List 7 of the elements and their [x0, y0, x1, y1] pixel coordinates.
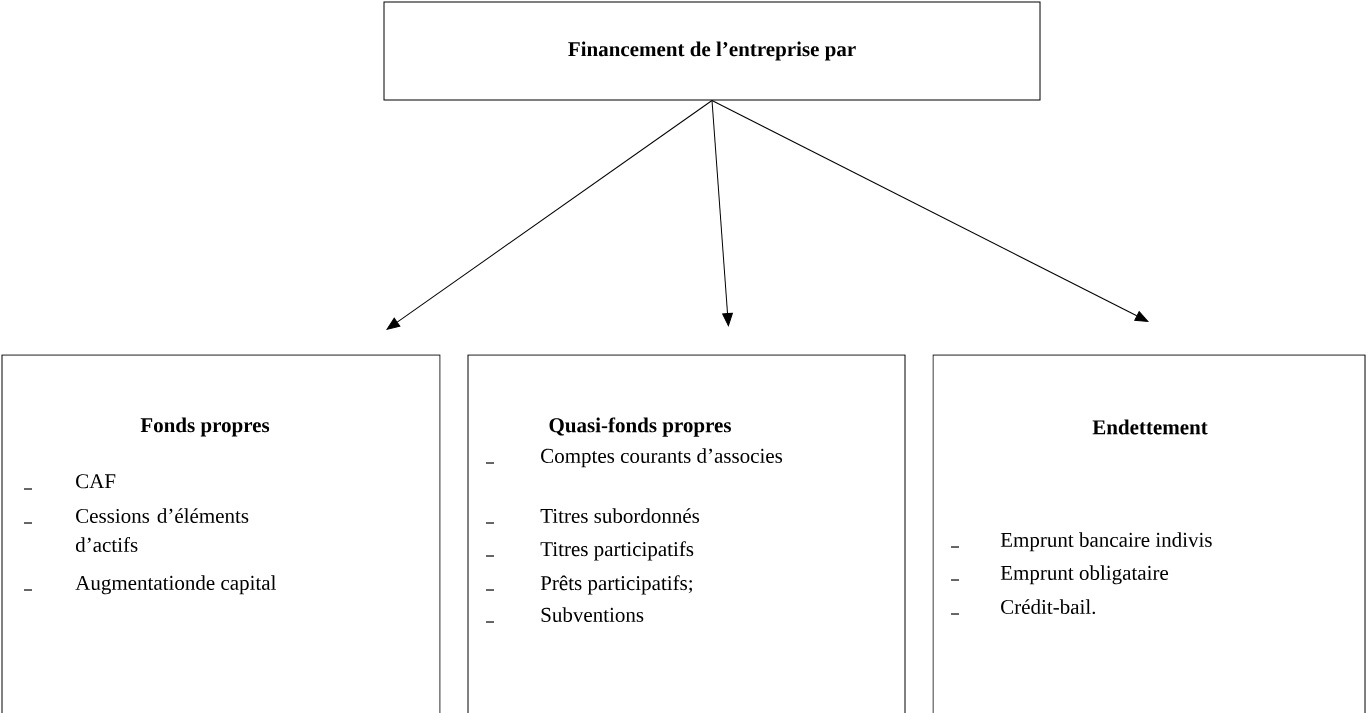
- arrow: [711, 100, 733, 327]
- category-box: Quasi-fonds propres Comptes courants d’associes Titres subordonnés Titres participatifs Prêts participatifs; Subventions: [467, 354, 906, 713]
- title-box: Financement de l’entreprise par: [383, 1, 1041, 101]
- arrow: [386, 100, 713, 330]
- arrow: [711, 100, 1149, 322]
- category-box: Fonds propres CAF Cessions d’éléments d’actifs Augmentationde capital: [1, 354, 441, 713]
- category-box: Endettement Emprunt bancaire indivis Emprunt obligataire Crédit-bail.: [932, 354, 1366, 713]
